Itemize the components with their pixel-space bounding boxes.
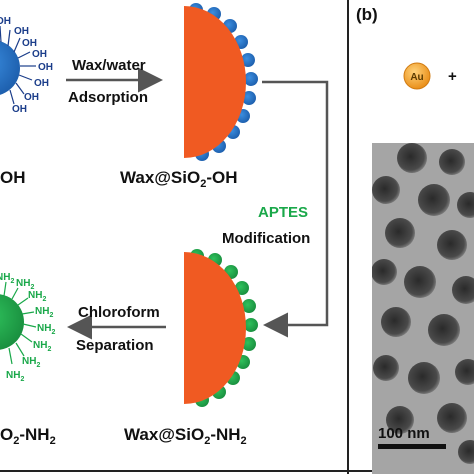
nh2-label: NH2 <box>16 278 34 291</box>
nh2-label: NH2 <box>35 306 53 319</box>
oh-label: OH <box>22 38 37 49</box>
nh2-label: NH2 <box>0 272 14 285</box>
nh2-label: NH2 <box>37 323 55 336</box>
oh-label: OH <box>32 49 47 60</box>
wax-sio2-oh-particle <box>184 3 258 161</box>
panel-b-label: (b) <box>356 5 378 24</box>
modification-connector <box>262 80 329 338</box>
modification-label: Modification <box>222 230 310 247</box>
nh2-label: NH2 <box>33 340 51 353</box>
product2-label: Wax@SiO2-NH2 <box>124 425 247 447</box>
nh2-label: NH2 <box>22 356 40 369</box>
tem-image <box>372 143 474 474</box>
scale-bar: 100 nm <box>378 425 446 449</box>
oh-label: OH <box>34 78 49 89</box>
step3-bottom-label: Separation <box>76 337 154 354</box>
tem-particles <box>372 143 474 464</box>
aptes-label: APTES <box>258 204 308 221</box>
left-product-oh-label: OH <box>0 168 26 187</box>
wax-sio2-nh2-particle <box>184 249 258 407</box>
step1-top-label: Wax/water <box>72 57 146 74</box>
silica-oh-sphere: OH OH OH OH OH OH OH OH <box>0 16 53 115</box>
oh-label: OH <box>38 62 53 73</box>
scale-bar-line <box>378 444 446 449</box>
oh-label: OH <box>12 104 27 115</box>
oh-label: OH <box>24 92 39 103</box>
scale-bar-label: 100 nm <box>378 425 430 442</box>
oh-label: OH <box>0 16 11 27</box>
nh2-label: NH2 <box>6 370 24 383</box>
step1-bottom-label: Adsorption <box>68 89 148 106</box>
plus-sign: + <box>448 68 457 85</box>
step3-top-label: Chloroform <box>78 304 160 321</box>
oh-label: OH <box>14 26 29 37</box>
left-product-nh2-label: O2-NH2 <box>0 425 56 447</box>
product1-label: Wax@SiO2-OH <box>120 168 237 190</box>
silica-nh2-sphere: NH2 NH2 NH2 NH2 NH2 NH2 NH2 NH2 <box>0 272 55 383</box>
nh2-label: NH2 <box>28 290 46 303</box>
au-label: Au <box>410 72 423 83</box>
gold-nanoparticle-icon: Au <box>403 62 431 90</box>
